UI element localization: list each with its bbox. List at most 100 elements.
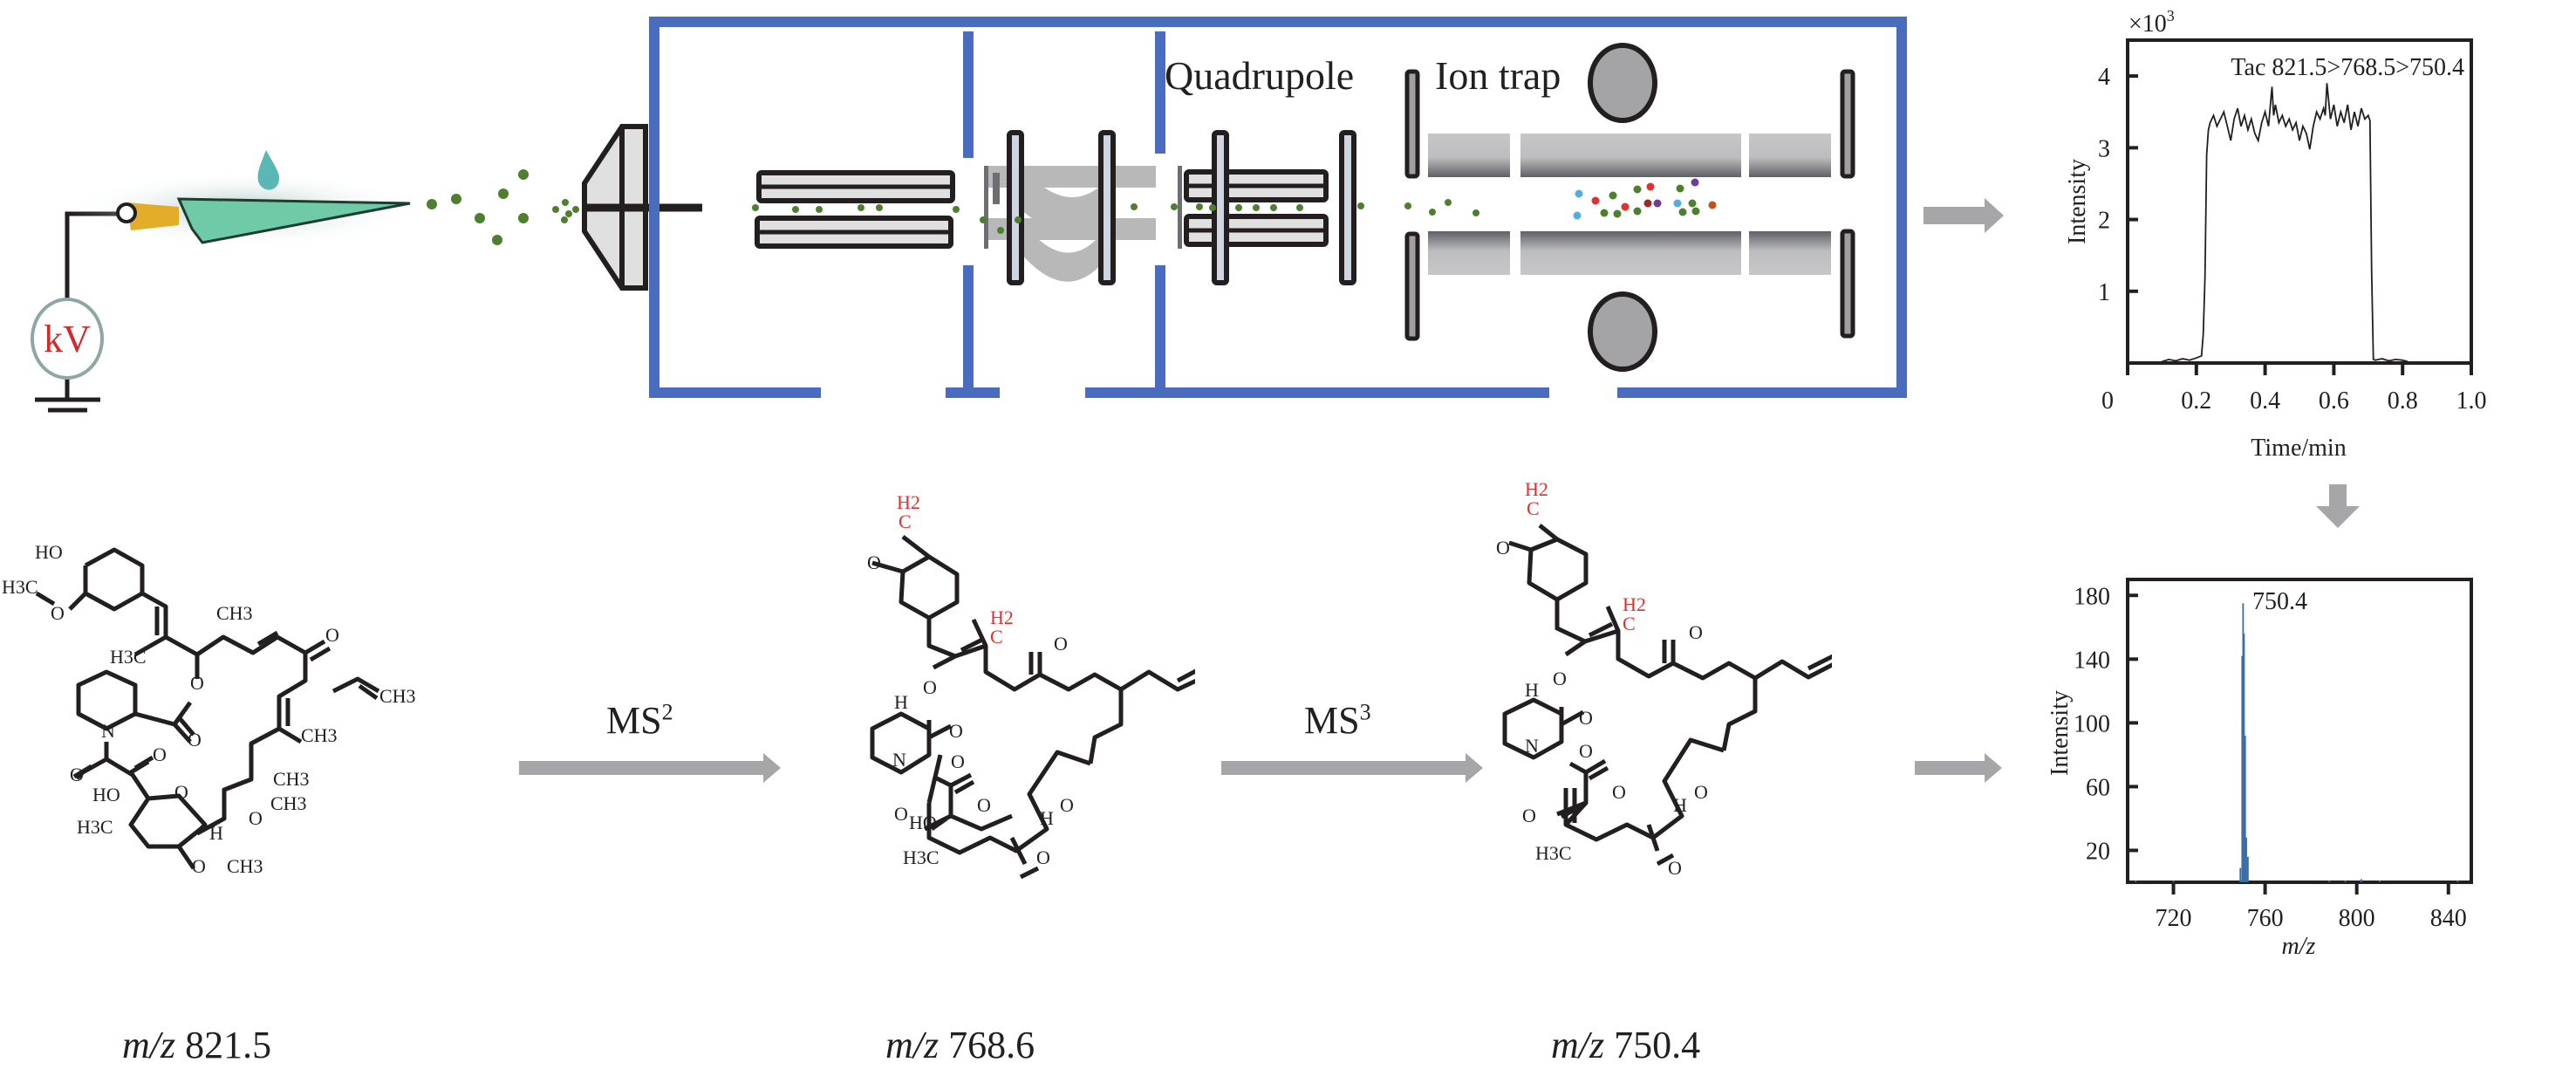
ring-electrode-bottom [1588, 291, 1657, 372]
y-tick-label: 140 [2074, 647, 2110, 674]
svg-text:O: O [1553, 668, 1567, 689]
structure-ms2-fragment: H2 C H2 C O O H O N O O HO O H O H3C O O [867, 491, 1195, 880]
svg-text:O: O [1060, 794, 1074, 816]
svg-text:O: O [1579, 740, 1593, 762]
svg-text:O: O [951, 750, 965, 772]
arrow-to-ms3-spectrum [1915, 753, 2002, 783]
ion-dot [1429, 209, 1436, 216]
svg-text:O: O [174, 781, 188, 803]
svg-text:CH3: CH3 [270, 792, 307, 814]
ion-dot [498, 188, 509, 199]
curved-ion-guide [986, 130, 1156, 285]
x-tick-label: 0 [2101, 387, 2114, 415]
ion-dot [1445, 199, 1452, 206]
svg-text:CH3: CH3 [227, 855, 263, 877]
ms2-arrow [519, 753, 781, 783]
ion-dot [492, 235, 502, 245]
x-tick-label: 800 [2339, 905, 2375, 932]
y-tick-label: 20 [2086, 838, 2110, 865]
x-tick-label: 0.4 [2250, 387, 2280, 415]
x-tick-label: 0.8 [2388, 387, 2418, 415]
ion-dot [980, 216, 987, 223]
x-tick-label: 0.2 [2181, 387, 2211, 415]
esi-source [31, 150, 419, 413]
svg-text:CH3: CH3 [379, 685, 416, 707]
trapped-ion-dot [1676, 184, 1684, 193]
ion-trap-label: Ion trap [1435, 53, 1561, 98]
svg-text:O: O [1054, 633, 1068, 655]
capillary-connector [116, 202, 137, 223]
chromatogram-annotation: Tac 821.5>768.5>750.4 [2231, 54, 2464, 81]
svg-text:C: C [899, 511, 912, 532]
ion-dot [752, 204, 759, 211]
x-axis-label: Time/min [2251, 435, 2346, 462]
y-tick-label: 100 [2074, 710, 2110, 737]
ring-electrode-top [1588, 43, 1657, 123]
ion-dot [451, 194, 461, 204]
svg-text:H3C: H3C [110, 646, 147, 668]
svg-text:H3C: H3C [903, 846, 940, 868]
trapped-ion-dot [1708, 201, 1717, 209]
svg-text:CH3: CH3 [301, 724, 338, 746]
ion-dot [1270, 204, 1277, 211]
quadrupole [984, 130, 1356, 285]
ion-dot [876, 204, 883, 211]
svg-text:CH3: CH3 [216, 602, 253, 624]
arrow-to-spectrum [2316, 484, 2360, 528]
svg-text:H: H [1040, 807, 1054, 829]
y-tick-label: 1 [2098, 279, 2110, 306]
trapped-ion-dot [1613, 209, 1622, 218]
svg-text:O: O [70, 764, 84, 785]
trapped-ion-dot [1591, 196, 1600, 205]
vacuum-chamber [649, 17, 1907, 398]
svg-text:O: O [325, 624, 339, 646]
svg-text:H: H [1673, 794, 1687, 816]
y-multiplier: ×103 [2128, 7, 2175, 38]
svg-text:H: H [894, 691, 908, 713]
y-tick-label: 4 [2098, 64, 2110, 91]
voltmeter-icon [31, 298, 104, 380]
svg-text:HO: HO [909, 812, 937, 833]
y-tick-label: 2 [2098, 208, 2110, 235]
y-axis-label: Intensity [2046, 690, 2074, 776]
ms2-label: MS2 [606, 699, 673, 742]
y-tick-label: 180 [2074, 583, 2110, 610]
x-tick-label: 840 [2430, 905, 2467, 932]
quadrupole-label: Quadrupole [1165, 53, 1354, 98]
ion-dot [561, 216, 568, 223]
ion-dot [1235, 204, 1242, 211]
svg-text:O: O [867, 552, 881, 573]
ion-dot [518, 213, 529, 223]
voltage-label: kV [44, 318, 91, 360]
instrument-schematic: kV [31, 17, 2004, 413]
svg-text:O: O [1522, 805, 1536, 826]
svg-text:O: O [188, 729, 202, 750]
svg-text:HO: HO [35, 541, 63, 563]
svg-text:H3C: H3C [2, 576, 38, 598]
svg-text:O: O [1579, 707, 1593, 729]
svg-text:H2: H2 [990, 607, 1014, 628]
svg-text:O: O [1036, 846, 1050, 868]
svg-text:H3C: H3C [77, 816, 113, 838]
ion-dot [562, 199, 569, 206]
y-tick-label: 3 [2098, 135, 2110, 162]
trapped-ion-dot [1633, 207, 1642, 216]
trapped-ion-dot [1688, 199, 1697, 208]
ion-dot [997, 227, 1004, 234]
ion-dot [1472, 209, 1479, 216]
svg-text:O: O [1694, 781, 1708, 803]
x-tick-label: 0.6 [2319, 387, 2349, 415]
ion-trap [1404, 43, 1855, 372]
mz-label-ms2-fragment: m/z 768.6 [885, 1024, 1035, 1066]
x-axis-label: m/z [2282, 933, 2316, 960]
droplet-icon [257, 150, 279, 190]
ion-dot [1296, 204, 1303, 211]
ion-dot [427, 199, 437, 209]
svg-text:O: O [894, 803, 908, 825]
trapped-ion-dot [1600, 209, 1609, 217]
svg-text:O: O [977, 794, 991, 816]
ion-guide [755, 170, 955, 249]
svg-text:O: O [1612, 781, 1626, 803]
sampling-cone [582, 124, 702, 291]
